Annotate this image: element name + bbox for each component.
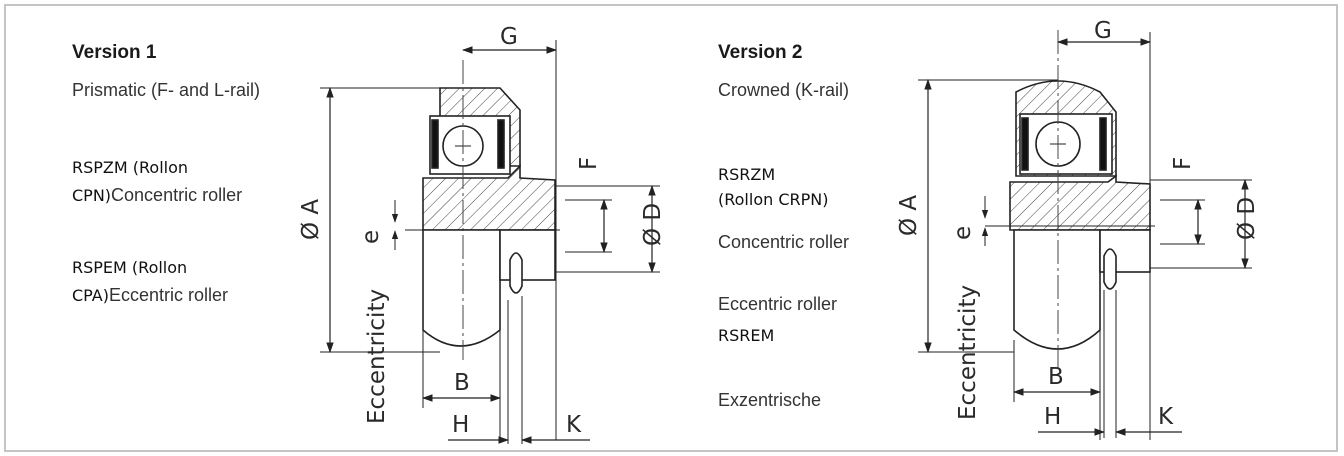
roller-drawing-v1 — [320, 40, 660, 444]
dim-e-v2: e — [950, 226, 976, 240]
dim-g-v1: G — [500, 24, 518, 50]
version2-code-line1: RSRZM — [718, 165, 776, 184]
dim-d-v2: Ø D — [1234, 197, 1260, 240]
version1-concentric-label: Concentric roller — [111, 185, 243, 205]
dim-f-v2: F — [1170, 157, 1196, 170]
version1-eccentric-code-line1: RSPEM (Rollon — [72, 258, 188, 277]
bolt-body-v2 — [1013, 229, 1101, 350]
roller-drawing-v2 — [918, 30, 1252, 440]
dim-k-v2: K — [1158, 404, 1174, 430]
version1-concentric-code-line1: RSPZM (Rollon — [72, 158, 189, 177]
inner-hub-v2 — [1009, 174, 1151, 231]
version1-eccentric-label: Eccentric roller — [108, 285, 229, 305]
version2-extra-label: Exzentrische — [718, 390, 822, 410]
dim-eccentricity-v2: Eccentricity — [955, 285, 981, 420]
dim-a-v2: Ø A — [896, 195, 922, 236]
version1-concentric-code-line2: CPN) — [72, 186, 112, 205]
dim-f-v1: F — [576, 157, 602, 170]
dim-b-v2: B — [1048, 364, 1064, 390]
version1-subtitle: Prismatic (F- and L-rail) — [72, 80, 261, 100]
version2-concentric-label: Concentric roller — [718, 232, 850, 252]
dim-e-v1: e — [358, 230, 384, 244]
version2-subtitle: Crowned (K-rail) — [718, 80, 850, 100]
frame-border — [4, 4, 1338, 452]
version2-eccentric-label: Eccentric roller — [718, 294, 838, 314]
version1-eccentric-line2: CPA)Eccentric roller — [72, 285, 228, 307]
version1-concentric-line2: CPN)Concentric roller — [72, 185, 242, 207]
dim-eccentricity-v1: Eccentricity — [364, 289, 390, 424]
dim-k-v1: K — [566, 412, 582, 438]
bolt-shank-v1 — [499, 229, 556, 281]
version2-title: Version 2 — [718, 42, 803, 63]
dim-d-v1: Ø D — [640, 203, 666, 246]
version1-eccentric-code-line2: CPA) — [72, 286, 109, 305]
dim-h-v2: H — [1044, 404, 1061, 430]
bolt-nut-v1 — [509, 252, 523, 294]
dim-g-v2: G — [1094, 18, 1112, 44]
bolt-body-v1 — [422, 229, 501, 347]
version2-eccentric-code: RSREM — [718, 326, 775, 345]
bolt-nut-v2 — [1103, 248, 1117, 290]
dim-b-v1: B — [454, 370, 470, 396]
inner-hub-v1 — [422, 164, 556, 231]
version1-title: Version 1 — [72, 42, 157, 63]
dim-a-v1: Ø A — [298, 199, 324, 240]
version2-code-line2: (Rollon CRPN) — [718, 190, 829, 209]
dim-h-v1: H — [452, 412, 469, 438]
